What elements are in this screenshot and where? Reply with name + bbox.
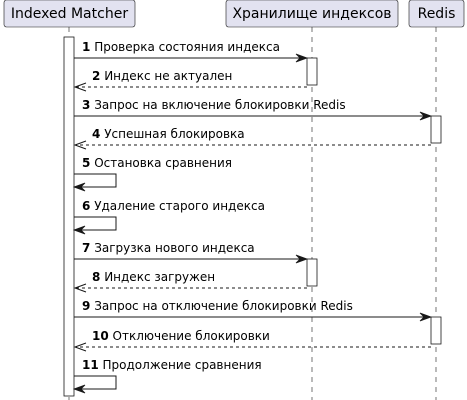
participant-storage: Хранилище индексов [225, 0, 399, 28]
message-10-text: Отключение блокировки [113, 329, 270, 343]
activation-storage-1 [306, 57, 318, 86]
svg-text:8 Индекс загружен: 8 Индекс загружен [92, 270, 215, 284]
message-3: 3 Запрос на включение блокировки Redis [74, 98, 433, 121]
message-9: 9 Запрос на отключение блокировки Redis [74, 299, 433, 322]
message-1-number: 1 [82, 40, 90, 54]
message-11-text: Продолжение сравнения [103, 358, 262, 372]
participant-redis-label: Redis [418, 6, 456, 22]
participant-redis: Redis [408, 0, 465, 28]
message-9-number: 9 [82, 299, 90, 313]
message-8: 8 Индекс загружен [73, 270, 307, 293]
message-5-number: 5 [82, 156, 90, 170]
activation-matcher [63, 36, 75, 397]
message-5-text: Остановка сравнения [94, 156, 232, 170]
activation-redis-1 [430, 115, 442, 144]
svg-text:9 Запрос на отключение блокиро: 9 Запрос на отключение блокировки Redis [82, 299, 353, 313]
message-2-text: Индекс не актуален [104, 69, 232, 83]
message-4-text: Успешная блокировка [104, 127, 244, 141]
svg-text:1 Проверка состояния индекса: 1 Проверка состояния индекса [82, 40, 280, 54]
participant-storage-label: Хранилище индексов [232, 6, 391, 22]
message-2-number: 2 [92, 69, 100, 83]
message-6: 6 Удаление старого индекса [72, 199, 265, 235]
message-10-number: 10 [92, 329, 109, 343]
participant-matcher: Indexed Matcher [3, 0, 136, 28]
message-9-text: Запрос на отключение блокировки Redis [94, 299, 353, 313]
message-6-number: 6 [82, 199, 90, 213]
svg-text:6 Удаление старого индекса: 6 Удаление старого индекса [82, 199, 265, 213]
message-2: 2 Индекс не актуален [73, 69, 307, 92]
message-8-text: Индекс загружен [104, 270, 215, 284]
svg-text:5 Остановка сравнения: 5 Остановка сравнения [82, 156, 232, 170]
message-7: 7 Загрузка нового индекса [74, 241, 309, 264]
activation-storage-2 [306, 258, 318, 287]
svg-text:3 Запрос на включение блокиров: 3 Запрос на включение блокировки Redis [82, 98, 346, 112]
message-3-number: 3 [82, 98, 90, 112]
svg-text:11 Продолжение сравнения: 11 Продолжение сравнения [82, 358, 262, 372]
message-11-number: 11 [82, 358, 99, 372]
participant-matcher-label: Indexed Matcher [11, 6, 128, 22]
svg-text:7 Загрузка нового индекса: 7 Загрузка нового индекса [82, 241, 255, 255]
svg-text:2 Индекс не актуален: 2 Индекс не актуален [92, 69, 232, 83]
message-7-text: Загрузка нового индекса [94, 241, 254, 255]
svg-text:10 Отключение блокировки: 10 Отключение блокировки [92, 329, 270, 343]
message-11: 11 Продолжение сравнения [72, 358, 262, 394]
activation-redis-2 [430, 316, 442, 345]
message-8-number: 8 [92, 270, 100, 284]
message-1: 1 Проверка состояния индекса [74, 40, 309, 63]
message-1-text: Проверка состояния индекса [94, 40, 280, 54]
svg-text:4 Успешная блокировка: 4 Успешная блокировка [92, 127, 245, 141]
message-3-text: Запрос на включение блокировки Redis [94, 98, 345, 112]
message-5: 5 Остановка сравнения [72, 156, 232, 192]
message-7-number: 7 [82, 241, 90, 255]
message-10: 10 Отключение блокировки [73, 329, 431, 352]
message-6-text: Удаление старого индекса [94, 199, 265, 213]
message-4: 4 Успешная блокировка [73, 127, 431, 150]
message-4-number: 4 [92, 127, 100, 141]
